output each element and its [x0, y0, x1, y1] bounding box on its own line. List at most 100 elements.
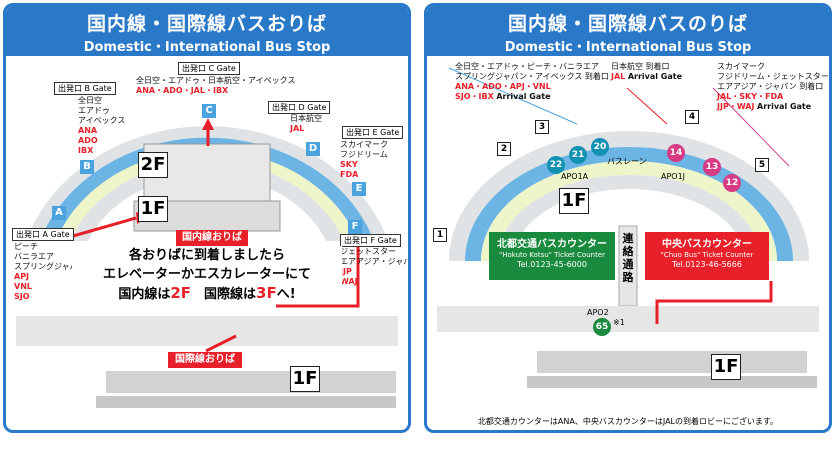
gate-a-airlines: ピーチ バニラエア スプリングジャパン APJ VNL SJO [14, 242, 86, 302]
airline-name: スプリングジャパン [14, 262, 86, 271]
left-route-arrow-3 [205, 334, 237, 353]
airline-name: スカイマーク [340, 140, 388, 149]
hokuto-counter-tel: Tel.0123-45-6000 [517, 260, 587, 269]
airline-name: エアアジア・ジャパン [340, 257, 411, 266]
airline-code: JJP [340, 267, 352, 276]
leader-line-left [448, 67, 578, 125]
gate-a-label: 出発口 A Gate [12, 228, 74, 241]
bus-lane-label: バスレーン [607, 157, 647, 166]
leader-line-mid [626, 87, 668, 125]
group-line: スプリングジャパン・アイベックス 到着口 [455, 72, 609, 81]
left-route-arrowhead-up [202, 118, 214, 130]
instruction-line-1: 各おりばに到着しましたら [128, 248, 285, 263]
instruction-suffix: へ! [276, 287, 296, 302]
airline-name: アイベックス [78, 116, 126, 125]
gate-d-airlines: 日本航空 JAL [290, 114, 322, 134]
airline-name: ジェットスター [340, 247, 396, 256]
left-route-arrow-2 [276, 246, 360, 308]
domestic-bus-stop-tag: 国内線おりば [176, 230, 248, 246]
airline-name: フジドリーム [340, 150, 388, 159]
airline-code: SJO [14, 292, 30, 301]
gate-d-letter: D [306, 142, 320, 156]
airline-code: ANA・ADO・JAL・IBX [136, 86, 229, 95]
bus-stop-20: 20 [591, 138, 609, 156]
airline-code: SKY [340, 160, 358, 169]
left-route-arrow-1 [65, 216, 137, 240]
group-codes-arrival: SJO・IBX Arrival Gate [455, 92, 551, 101]
hokuto-counter-title: 北都交通バスカウンター [497, 239, 607, 250]
right-group-sky: スカイマーク フジドリーム・ジェットスター エアアジア・ジャパン 到着口 JAL… [717, 62, 829, 112]
airline-code: VNL [14, 282, 32, 291]
exit-3: 3 [535, 120, 549, 134]
bus-stop-22: 22 [547, 156, 565, 174]
left-title-jp: 国内線・国際線バスおりば [86, 13, 327, 35]
right-group-ana: 全日空・エアドゥ・ピーチ・バニラエア スプリングジャパン・アイベックス 到着口 … [455, 62, 609, 102]
right-road-1 [437, 306, 819, 332]
airline-name: バニラエア [14, 252, 54, 261]
gate-f-letter: F [348, 220, 362, 234]
leader-line-right [712, 87, 790, 167]
connector-corridor-label: 連絡通路 [622, 232, 634, 284]
apo2-label: APO2 [587, 308, 609, 317]
group-codes-arrival: JJP・WAJ Arrival Gate [717, 102, 812, 111]
airline-name: 日本航空 [290, 114, 322, 123]
left-blue-arc [40, 137, 374, 241]
gate-c-letter: C [202, 104, 216, 118]
gate-f-label: 出発口 F Gate [340, 234, 401, 247]
instruction-international-floor: 3F [256, 284, 277, 302]
right-group-jal: 日本航空 到着口 JAL Arrival Gate [611, 62, 682, 82]
gate-e-letter: E [352, 182, 366, 196]
bus-stop-21: 21 [569, 146, 587, 164]
floor-1f-indicator-top: 1F [559, 188, 589, 214]
domestic-international-departure-bus-stop-map: 国内線・国際線バスのりば Domestic・International Bus … [424, 3, 832, 433]
chuo-counter-title: 中央バスカウンター [662, 239, 752, 250]
instruction-line-2: エレベーターかエスカレーターにて [102, 267, 311, 282]
exit-4: 4 [685, 110, 699, 124]
floor-1f-indicator-top: 1F [138, 196, 168, 222]
gate-b-airlines: 全日空 エアドゥ アイベックス ANA ADO IBX [78, 96, 125, 156]
group-line: 全日空・エアドゥ・ピーチ・バニラエア [455, 62, 599, 71]
right-international-building [537, 351, 807, 373]
airline-code: IBX [78, 146, 94, 155]
airline-name: 全日空 [78, 96, 102, 105]
airline-code: ANA [78, 126, 98, 135]
note-mark: ※1 [613, 318, 625, 327]
right-international-apron [527, 376, 817, 388]
chuo-counter-en: "Chuo Bus" Ticket Counter [660, 251, 754, 259]
instruction-domestic-floor: 2F [170, 284, 192, 302]
footer-note: 北都交通カウンターはANA、中央バスカウンターはJALの到着ロビーにございます。 [477, 417, 779, 426]
airline-code: ADO [78, 136, 98, 145]
apo1a-label: APO1A [561, 172, 589, 181]
bus-stop-65: 65 [593, 318, 611, 336]
group-line: エアアジア・ジャパン 到着口 [717, 82, 824, 91]
right-yellow-arc [481, 161, 777, 261]
instruction-international-text: 国際線は [191, 287, 257, 302]
left-title-en: Domestic・International Bus Stop [83, 40, 331, 55]
bus-stop-14: 14 [667, 144, 685, 162]
airline-code: APJ [14, 272, 30, 281]
left-road-1 [16, 316, 398, 346]
right-title-en: Domestic・International Bus Stop [504, 40, 752, 55]
bus-stop-12: 12 [723, 174, 741, 192]
exit-1: 1 [433, 228, 447, 242]
instruction-message: 各おりばに到着しましたら エレベーターかエスカレーターにて 国内線は2F 国際線… [72, 246, 342, 304]
left-international-building [106, 371, 396, 393]
airline-code: FDA [340, 170, 359, 179]
gate-b-label: 出発口 B Gate [54, 82, 116, 95]
group-line: フジドリーム・ジェットスター [717, 72, 829, 81]
bus-stop-13: 13 [703, 158, 721, 176]
instruction-line-3: 国内線は2F 国際線は3Fへ! [72, 284, 342, 304]
airline-code: WAJ [340, 277, 358, 286]
gate-d-label: 出発口 D Gate [268, 101, 331, 114]
exit-2: 2 [497, 142, 511, 156]
hokuto-counter-en: "Hokuto Kotsu" Ticket Counter [499, 251, 605, 259]
group-line: スカイマーク [717, 62, 765, 71]
exit-5: 5 [755, 158, 769, 172]
gate-f-airlines: ジェットスター エアアジア・ジャパン JJP WAJ [340, 247, 411, 287]
floor-1f-indicator-bottom: 1F [711, 354, 741, 380]
group-codes-arrival: JAL Arrival Gate [611, 72, 682, 81]
gate-c-airlines: 全日空・エアドゥ・日本航空・アイベックス ANA・ADO・JAL・IBX [136, 76, 295, 96]
group-codes: JAL・SKY・FDA [717, 92, 784, 101]
left-inner-floor [70, 161, 344, 241]
group-codes: ANA・ADO・APJ・VNL [455, 82, 551, 91]
